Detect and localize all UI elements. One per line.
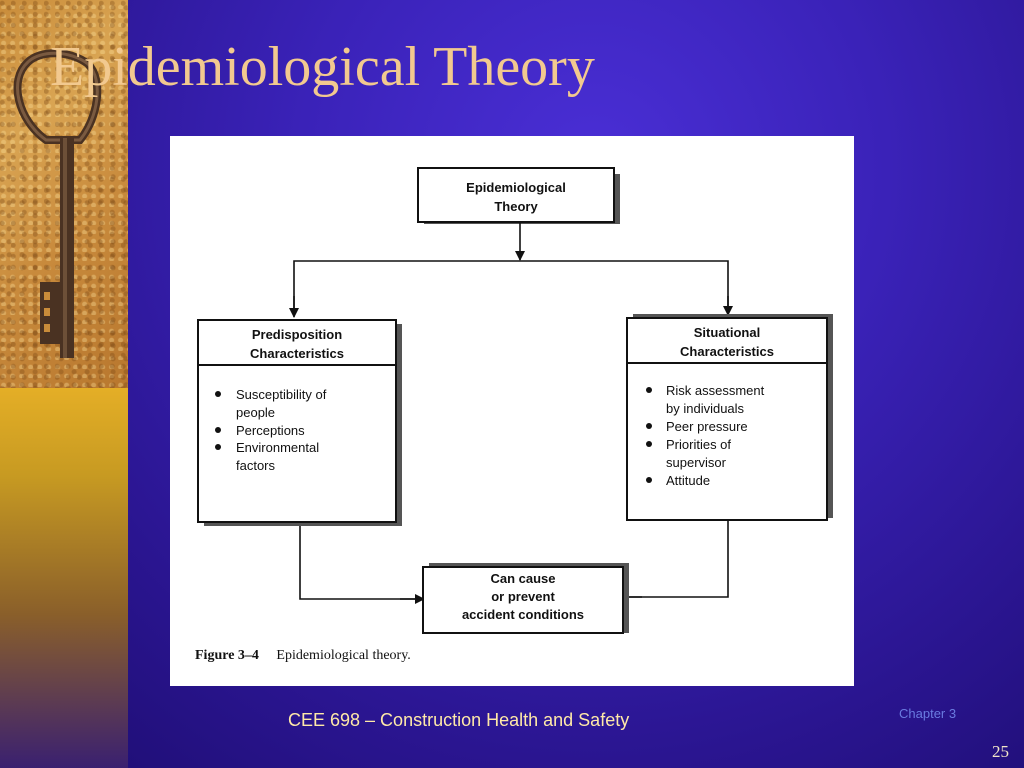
- figure-label: Figure 3–4: [195, 648, 259, 663]
- right-item-2-line1: Peer pressure: [666, 419, 748, 434]
- left-item-1-line1: Susceptibility of: [236, 387, 327, 402]
- key-icon: [13, 49, 102, 358]
- bullet: [215, 391, 221, 397]
- right-box-heading1: Situational: [694, 325, 760, 340]
- bullet: [646, 441, 652, 447]
- bullet: [646, 477, 652, 483]
- situational-box: Situational Characteristics Risk assessm…: [626, 314, 833, 521]
- right-box-heading2: Characteristics: [680, 344, 774, 359]
- left-item-3-line2: factors: [236, 458, 276, 473]
- right-item-3-line1: Priorities of: [666, 437, 731, 452]
- left-item-1-line2: people: [236, 405, 275, 420]
- accident-conditions-box: Can cause or prevent accident conditions: [422, 563, 629, 634]
- bottom-box-line2: or prevent: [491, 589, 555, 604]
- chapter-label: Chapter 3: [899, 706, 957, 721]
- left-box-heading1: Predisposition: [252, 327, 342, 342]
- figure-caption: Figure 3–4 Epidemiological theory.: [195, 648, 411, 664]
- top-box-line2: Theory: [494, 199, 538, 214]
- right-item-3-line2: supervisor: [666, 455, 727, 470]
- page-number: 25: [992, 742, 1009, 761]
- epidemiological-theory-box: Epidemiological Theory: [417, 167, 620, 224]
- slide-title: Epidemiological Theory: [50, 36, 595, 98]
- bullet: [215, 427, 221, 433]
- connector-lines: [289, 223, 733, 604]
- key-photo: [0, 0, 128, 388]
- bullet: [646, 423, 652, 429]
- bottom-box-line1: Can cause: [490, 571, 555, 586]
- footer-course: CEE 698 – Construction Health and Safety: [288, 710, 630, 730]
- bullet: [215, 444, 221, 450]
- right-item-1-line1: Risk assessment: [666, 383, 765, 398]
- bullet: [646, 387, 652, 393]
- right-item-1-line2: by individuals: [666, 401, 745, 416]
- figure-caption-text: Epidemiological theory.: [276, 648, 411, 663]
- bottom-box-line3: accident conditions: [462, 607, 584, 622]
- predisposition-box: Predisposition Characteristics Susceptib…: [197, 319, 402, 526]
- left-item-3-line1: Environmental: [236, 440, 319, 455]
- left-item-2-line1: Perceptions: [236, 423, 305, 438]
- right-item-4-line1: Attitude: [666, 473, 710, 488]
- left-box-heading2: Characteristics: [250, 346, 344, 361]
- flowchart: Epidemiological Theory Predisposition: [197, 167, 833, 634]
- figure: Epidemiological Theory Predisposition: [170, 136, 854, 686]
- top-box-line1: Epidemiological: [466, 180, 566, 195]
